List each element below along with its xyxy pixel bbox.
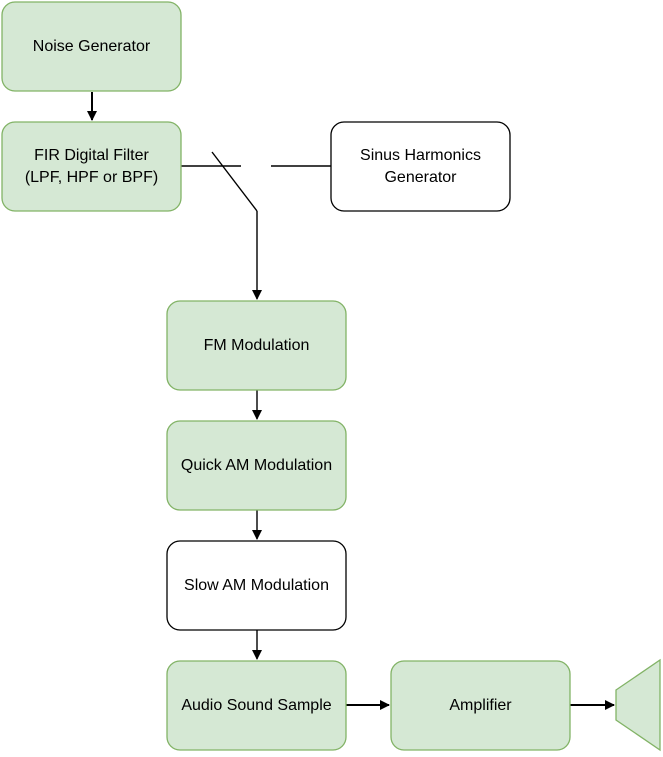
block-fm: FM Modulation (166, 300, 347, 391)
connections (87, 92, 615, 710)
block-label: Audio Sound Sample (181, 697, 331, 714)
block-label: FIR Digital Filter (34, 147, 149, 164)
block-label: FM Modulation (204, 337, 310, 354)
block-amp: Amplifier (390, 660, 571, 751)
block-label: Amplifier (449, 697, 512, 714)
block-shape (166, 300, 347, 391)
block-slow-am: Slow AM Modulation (166, 540, 347, 631)
block-shape (166, 540, 347, 631)
block-label: Sinus Harmonics (360, 147, 481, 164)
block-label: Quick AM Modulation (181, 457, 332, 474)
block-label: Generator (384, 169, 457, 186)
block-shape (390, 660, 571, 751)
block-shape (166, 420, 347, 511)
block-audio: Audio Sound Sample (166, 660, 347, 751)
block-shape (1, 1, 182, 92)
block-shape (330, 121, 511, 212)
speaker-icon (615, 658, 661, 752)
block-noise: Noise Generator (1, 1, 182, 92)
switch-blade (211, 151, 258, 212)
block-label: (LPF, HPF or BPF) (25, 169, 158, 186)
block-quick-am: Quick AM Modulation (166, 420, 347, 511)
block-label: Noise Generator (33, 38, 151, 55)
block-shape (166, 660, 347, 751)
block-fir: FIR Digital Filter (LPF, HPF or BPF) (1, 121, 182, 212)
block-label: Slow AM Modulation (184, 577, 329, 594)
block-shape (1, 121, 182, 212)
